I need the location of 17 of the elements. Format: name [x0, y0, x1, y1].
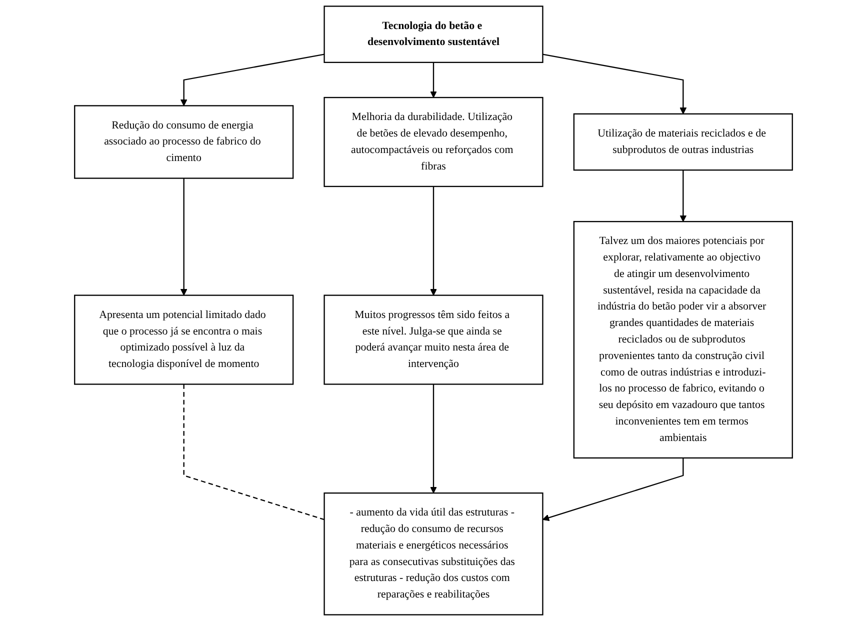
arrow	[430, 62, 437, 98]
node-box	[324, 96, 544, 188]
node-box	[324, 6, 544, 63]
connector	[183, 384, 324, 520]
node-box	[74, 294, 294, 385]
node-box	[324, 492, 544, 616]
node-box	[324, 294, 544, 385]
node-box	[573, 220, 793, 459]
arrow	[430, 384, 437, 494]
arrow	[180, 178, 188, 296]
node-box	[74, 105, 294, 179]
arrow	[680, 170, 687, 222]
arrow	[542, 458, 684, 522]
arrow	[542, 54, 687, 114]
arrow	[430, 186, 437, 296]
arrow	[180, 54, 324, 106]
node-box	[573, 113, 793, 171]
